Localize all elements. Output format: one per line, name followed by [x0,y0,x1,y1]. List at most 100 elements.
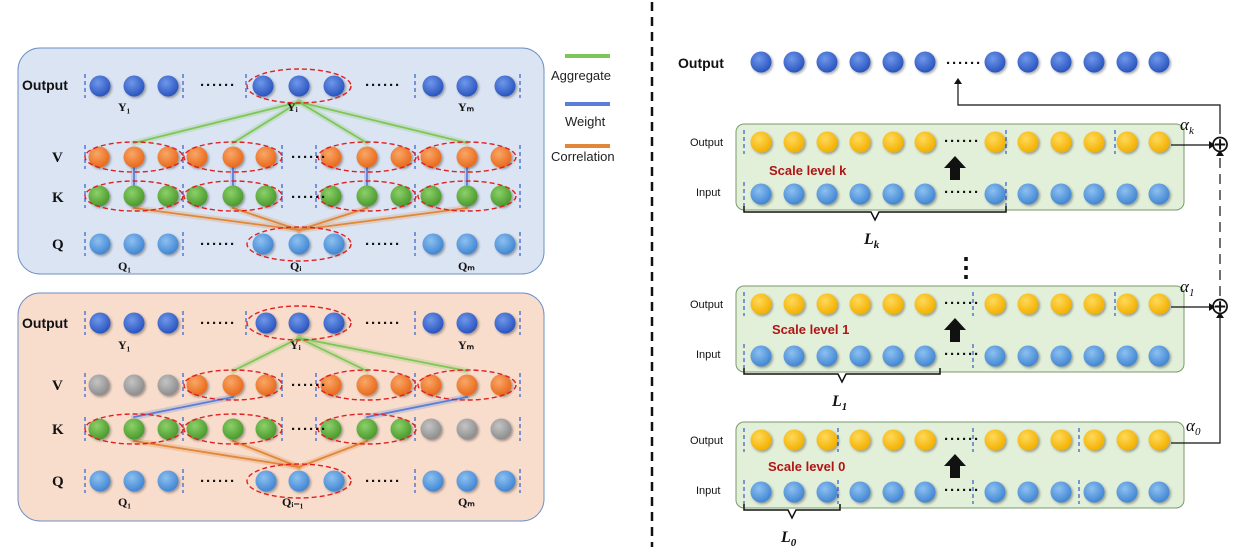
blue-light-node [1017,183,1039,205]
group-ellipse [246,463,352,499]
blue-light-node [1017,481,1039,503]
label-y1: Y₁ [118,100,131,114]
alpha-k-label: αk [1180,115,1195,137]
blue-light-node [882,183,904,205]
yellow-node [783,293,805,315]
blue-light-node [1116,345,1138,367]
blue-dark-node [882,51,904,73]
green-node [490,185,512,207]
blue-light-node [1083,183,1105,205]
alpha-1-label: α1 [1180,277,1194,299]
panel-0-scale-label: Scale level 0 [768,459,845,474]
blue-dark-node [1148,51,1170,73]
top-panel-nodes [88,75,516,255]
ellipsis: ······ [946,55,982,72]
yellow-node [1083,293,1105,315]
blue-light-node [882,345,904,367]
arrowhead [1209,303,1215,311]
orange-node [157,146,179,168]
gray-node [490,418,512,440]
orange-node [123,146,145,168]
scale-panel-nodes [750,131,1170,503]
vertical-ellipsis: ⋮ [953,252,979,282]
group-ellipse [84,413,184,445]
blue-light-node [1148,183,1170,205]
ellipsis: ······ [291,421,327,438]
blue-dark-node [456,75,478,97]
gray-node [456,418,478,440]
blue-light-node [984,183,1006,205]
ellipsis: ······ [200,473,236,490]
panel-k-input-label: Input [696,187,720,199]
label-qm: Qₘ [458,495,475,509]
orange-node [255,146,277,168]
blue-light-node [816,345,838,367]
correlation-line [232,207,300,231]
blue-light-node [422,470,444,492]
row-label-v: V [52,150,63,166]
yellow-node [1050,293,1072,315]
blue-light-node [750,481,772,503]
blue-dark-node [914,51,936,73]
blue-light-node [849,345,871,367]
green-node [222,185,244,207]
blue-light-node [456,470,478,492]
blue-dark-node [123,75,145,97]
yellow-node [1116,429,1138,451]
blue-light-node [288,470,310,492]
blue-dark-node [849,51,871,73]
up-arrow-icon [944,454,966,478]
blue-dark-node [422,312,444,334]
weight-line [133,396,234,418]
orange-node [186,146,208,168]
group-ellipse [183,413,283,445]
row-label-q: Q [52,237,64,253]
green-node [356,418,378,440]
orange-node [456,146,478,168]
aggregate-line [232,337,300,372]
yellow-node [1148,429,1170,451]
blue-light-node [984,345,1006,367]
gray-node [420,418,442,440]
blue-light-node [882,481,904,503]
blue-light-node [914,345,936,367]
left-bottom-panel: Output V K Q ······ ······ ······ ······… [17,292,545,522]
legend-weight: Weight [565,114,606,129]
ellipsis: ······ [365,236,401,253]
green-node [390,185,412,207]
ellipsis: ······ [944,346,980,363]
blue-light-node [494,233,516,255]
correlation-line [298,207,368,231]
blue-light-node [1148,481,1170,503]
blue-light-node [849,481,871,503]
legend: Aggregate Weight Correlation [551,54,615,164]
label-ym: Yₘ [458,338,474,352]
blue-dark-node [288,312,310,334]
blue-dark-node [89,75,111,97]
blue-light-node [157,470,179,492]
blue-light-node [1116,481,1138,503]
arrowhead [1209,141,1215,149]
group-ellipse [317,141,417,173]
orange-node [490,374,512,396]
bottom-panel-markers [84,305,521,499]
segment-brace [743,368,941,384]
sum-icon: ⊕ [1210,293,1230,320]
blue-light-node [89,470,111,492]
gray-node [157,374,179,396]
label-qi: Qᵢ [290,259,301,273]
yellow-node [750,131,772,153]
blue-dark-node [1017,51,1039,73]
row-label-output: Output [22,77,68,93]
up-arrow-icon [944,156,966,180]
blue-light-node [1050,183,1072,205]
correlation-line [232,440,300,468]
blue-light-node [255,470,277,492]
yellow-node [849,293,871,315]
label-qm: Qₘ [458,259,475,273]
yellow-node [984,131,1006,153]
yellow-node [783,131,805,153]
row-label-v: V [52,378,63,394]
blue-dark-node [456,312,478,334]
